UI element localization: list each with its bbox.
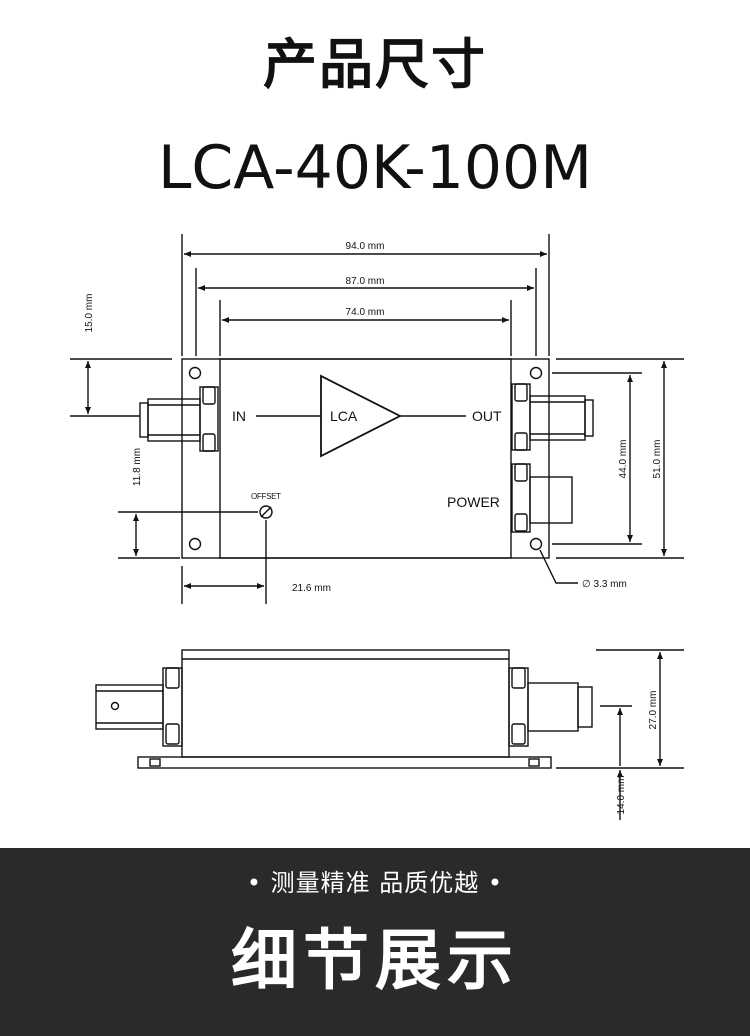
dim-44: 44.0 mm bbox=[618, 440, 629, 479]
side-view bbox=[95, 649, 684, 820]
dim-94: 94.0 mm bbox=[346, 241, 385, 252]
dim-21-6: 21.6 mm bbox=[292, 583, 331, 594]
mount-hole-bl bbox=[188, 537, 202, 551]
dim-15: 15.0 mm bbox=[84, 294, 95, 333]
body-outline bbox=[219, 358, 512, 559]
dim-hole: ∅ 3.3 mm bbox=[582, 579, 627, 590]
dim-87: 87.0 mm bbox=[346, 276, 385, 287]
label-in: IN bbox=[232, 408, 246, 424]
dim-14: 14.0 mm bbox=[616, 776, 627, 815]
page-title: 产品尺寸 bbox=[263, 33, 487, 96]
label-lca: LCA bbox=[330, 408, 358, 424]
power-connector bbox=[511, 463, 573, 533]
label-power: POWER bbox=[447, 494, 500, 510]
dim-51: 51.0 mm bbox=[652, 440, 663, 479]
bnc-out-connector bbox=[511, 383, 594, 451]
base-plate bbox=[137, 756, 552, 769]
dimension-drawing: IN OUT LCA POWER OFFSET 94.0 mm 87.0 mm … bbox=[70, 234, 684, 820]
footer-banner bbox=[0, 848, 750, 1036]
label-out: OUT bbox=[472, 408, 502, 424]
flange-outline bbox=[181, 358, 550, 559]
side-body bbox=[181, 649, 510, 758]
bnc-in-connector bbox=[139, 386, 219, 452]
dim-27: 27.0 mm bbox=[648, 691, 659, 730]
mount-hole-tl bbox=[188, 366, 202, 380]
amplifier-symbol bbox=[256, 374, 466, 458]
top-view bbox=[70, 234, 684, 604]
mount-hole-br bbox=[529, 537, 543, 551]
banner-title: 细节展示 bbox=[231, 922, 519, 999]
dim-74: 74.0 mm bbox=[346, 307, 385, 318]
banner-slogan: • 测量精准 品质优越 • bbox=[246, 869, 504, 897]
dim-11-8: 11.8 mm bbox=[132, 448, 143, 486]
mount-hole-tr bbox=[529, 366, 543, 380]
label-offset: OFFSET bbox=[251, 492, 281, 501]
model-number: LCA-40K-100M bbox=[157, 133, 593, 203]
offset-trimmer bbox=[259, 505, 273, 519]
